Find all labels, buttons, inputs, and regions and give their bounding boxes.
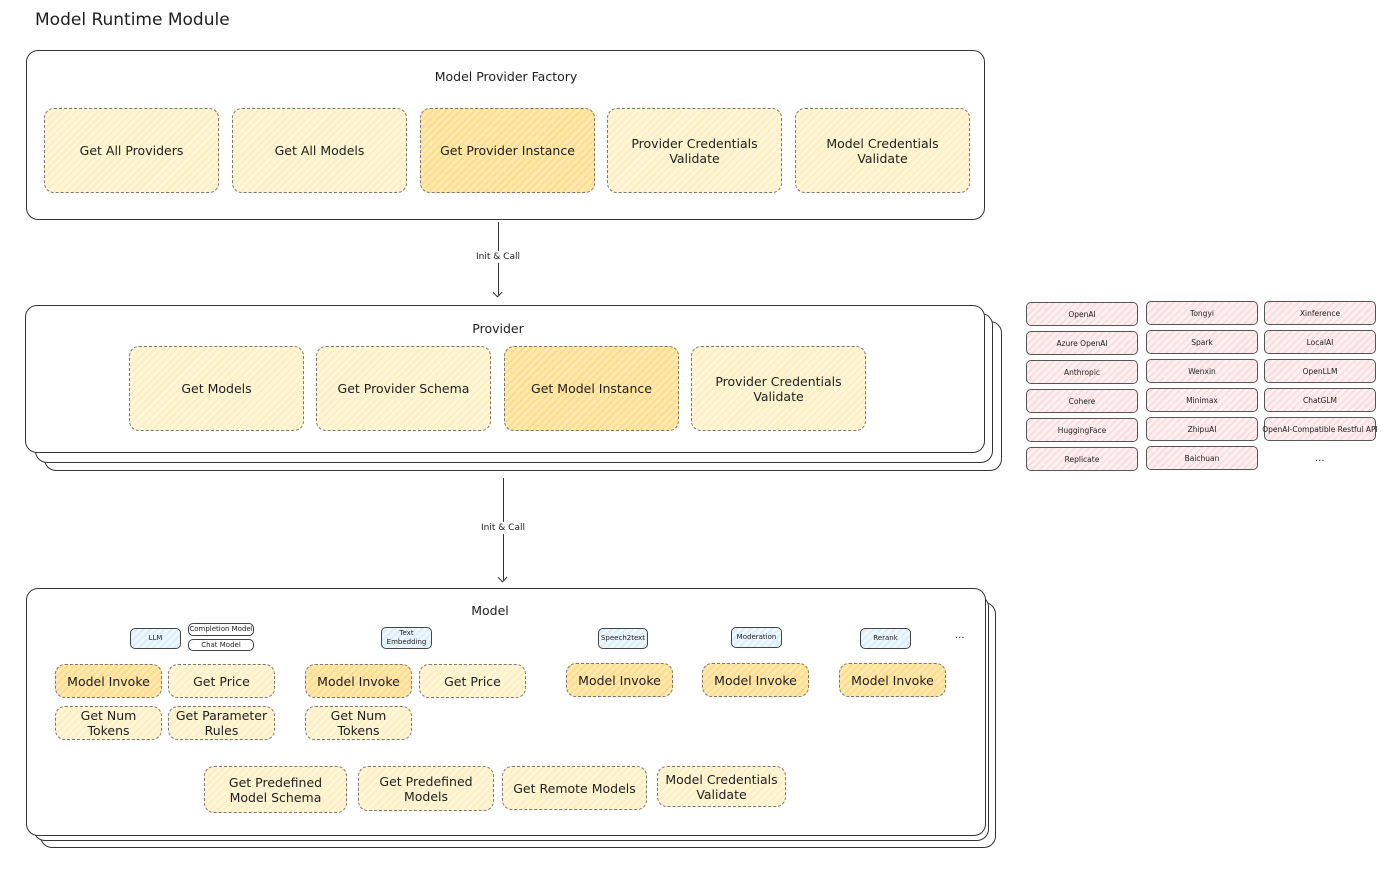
provider-card-minimax: Minimax [1146, 388, 1258, 412]
provider-card-chatglm: ChatGLM [1264, 388, 1376, 412]
provider-card-anthropic: Anthropic [1026, 360, 1138, 384]
model-common-model-credentials-validate: Model Credentials Validate [657, 766, 786, 807]
provider-card-azure-openai: Azure OpenAI [1026, 331, 1138, 355]
model-common-get-remote-models: Get Remote Models [502, 766, 647, 810]
factory-provider-credentials-validate: Provider Credentials Validate [607, 108, 782, 193]
factory-get-all-models: Get All Models [232, 108, 407, 193]
model-op-get-price: Get Price [419, 664, 526, 698]
provider-card-cohere: Cohere [1026, 389, 1138, 413]
provider-get-models: Get Models [129, 346, 304, 431]
factory-title: Model Provider Factory [434, 69, 578, 84]
model-type-rerank: Rerank [860, 628, 911, 649]
provider-card-wenxin: Wenxin [1146, 359, 1258, 383]
model-op-model-invoke: Model Invoke [839, 663, 946, 697]
model-op-get-num-tokens: Get Num Tokens [55, 706, 162, 740]
provider-get-provider-schema: Get Provider Schema [316, 346, 491, 431]
provider-card-huggingface: HuggingFace [1026, 418, 1138, 442]
factory-get-all-providers: Get All Providers [44, 108, 219, 193]
provider-card-openai-compatible-restful-api: OpenAI-Compatible Restful API [1262, 417, 1378, 441]
provider-card-openai: OpenAI [1026, 302, 1138, 326]
provider-provider-credentials-validate: Provider Credentials Validate [691, 346, 866, 431]
model-type-llm: LLM [130, 628, 181, 649]
provider-title: Provider [472, 321, 524, 336]
model-op-model-invoke: Model Invoke [566, 663, 673, 697]
provider-card-zhipuai: ZhipuAI [1146, 417, 1258, 441]
model-type-moderation: Moderation [731, 627, 782, 648]
provider-card-replicate: Replicate [1026, 447, 1138, 471]
model-title: Model [471, 603, 509, 618]
model-op-get-parameter-rules: Get Parameter Rules [168, 706, 275, 740]
model-op-model-invoke: Model Invoke [305, 664, 412, 698]
model-type-speech2text: Speech2text [598, 628, 648, 649]
provider-card-baichuan: Baichuan [1146, 446, 1258, 470]
provider-card-openllm: OpenLLM [1264, 359, 1376, 383]
model-op-model-invoke: Model Invoke [702, 663, 809, 697]
model-types-more: ... [955, 630, 965, 641]
factory-get-provider-instance: Get Provider Instance [420, 108, 595, 193]
model-op-get-price: Get Price [168, 664, 275, 698]
model-common-get-predefined-model-schema: Get Predefined Model Schema [204, 766, 347, 813]
provider-card-localai: LocalAI [1264, 330, 1376, 354]
factory-model-credentials-validate: Model Credentials Validate [795, 108, 970, 193]
arrow-label: Init & Call [476, 251, 520, 263]
diagram-title: Model Runtime Module [35, 10, 230, 30]
provider-card-spark: Spark [1146, 330, 1258, 354]
model-common-get-predefined-models: Get Predefined Models [358, 766, 494, 811]
model-op-get-num-tokens: Get Num Tokens [305, 706, 412, 740]
model-op-model-invoke: Model Invoke [55, 664, 162, 698]
llm-subtype-chat-model: Chat Model [188, 639, 254, 651]
providers-more: ... [1315, 453, 1325, 464]
arrow-label: Init & Call [481, 522, 525, 534]
provider-card-tongyi: Tongyi [1146, 301, 1258, 325]
model-type-text-embedding: Text Embedding [381, 627, 432, 649]
llm-subtype-completion-model: Completion Model [188, 623, 254, 636]
provider-card-xinference: Xinference [1264, 301, 1376, 325]
provider-get-model-instance: Get Model Instance [504, 346, 679, 431]
